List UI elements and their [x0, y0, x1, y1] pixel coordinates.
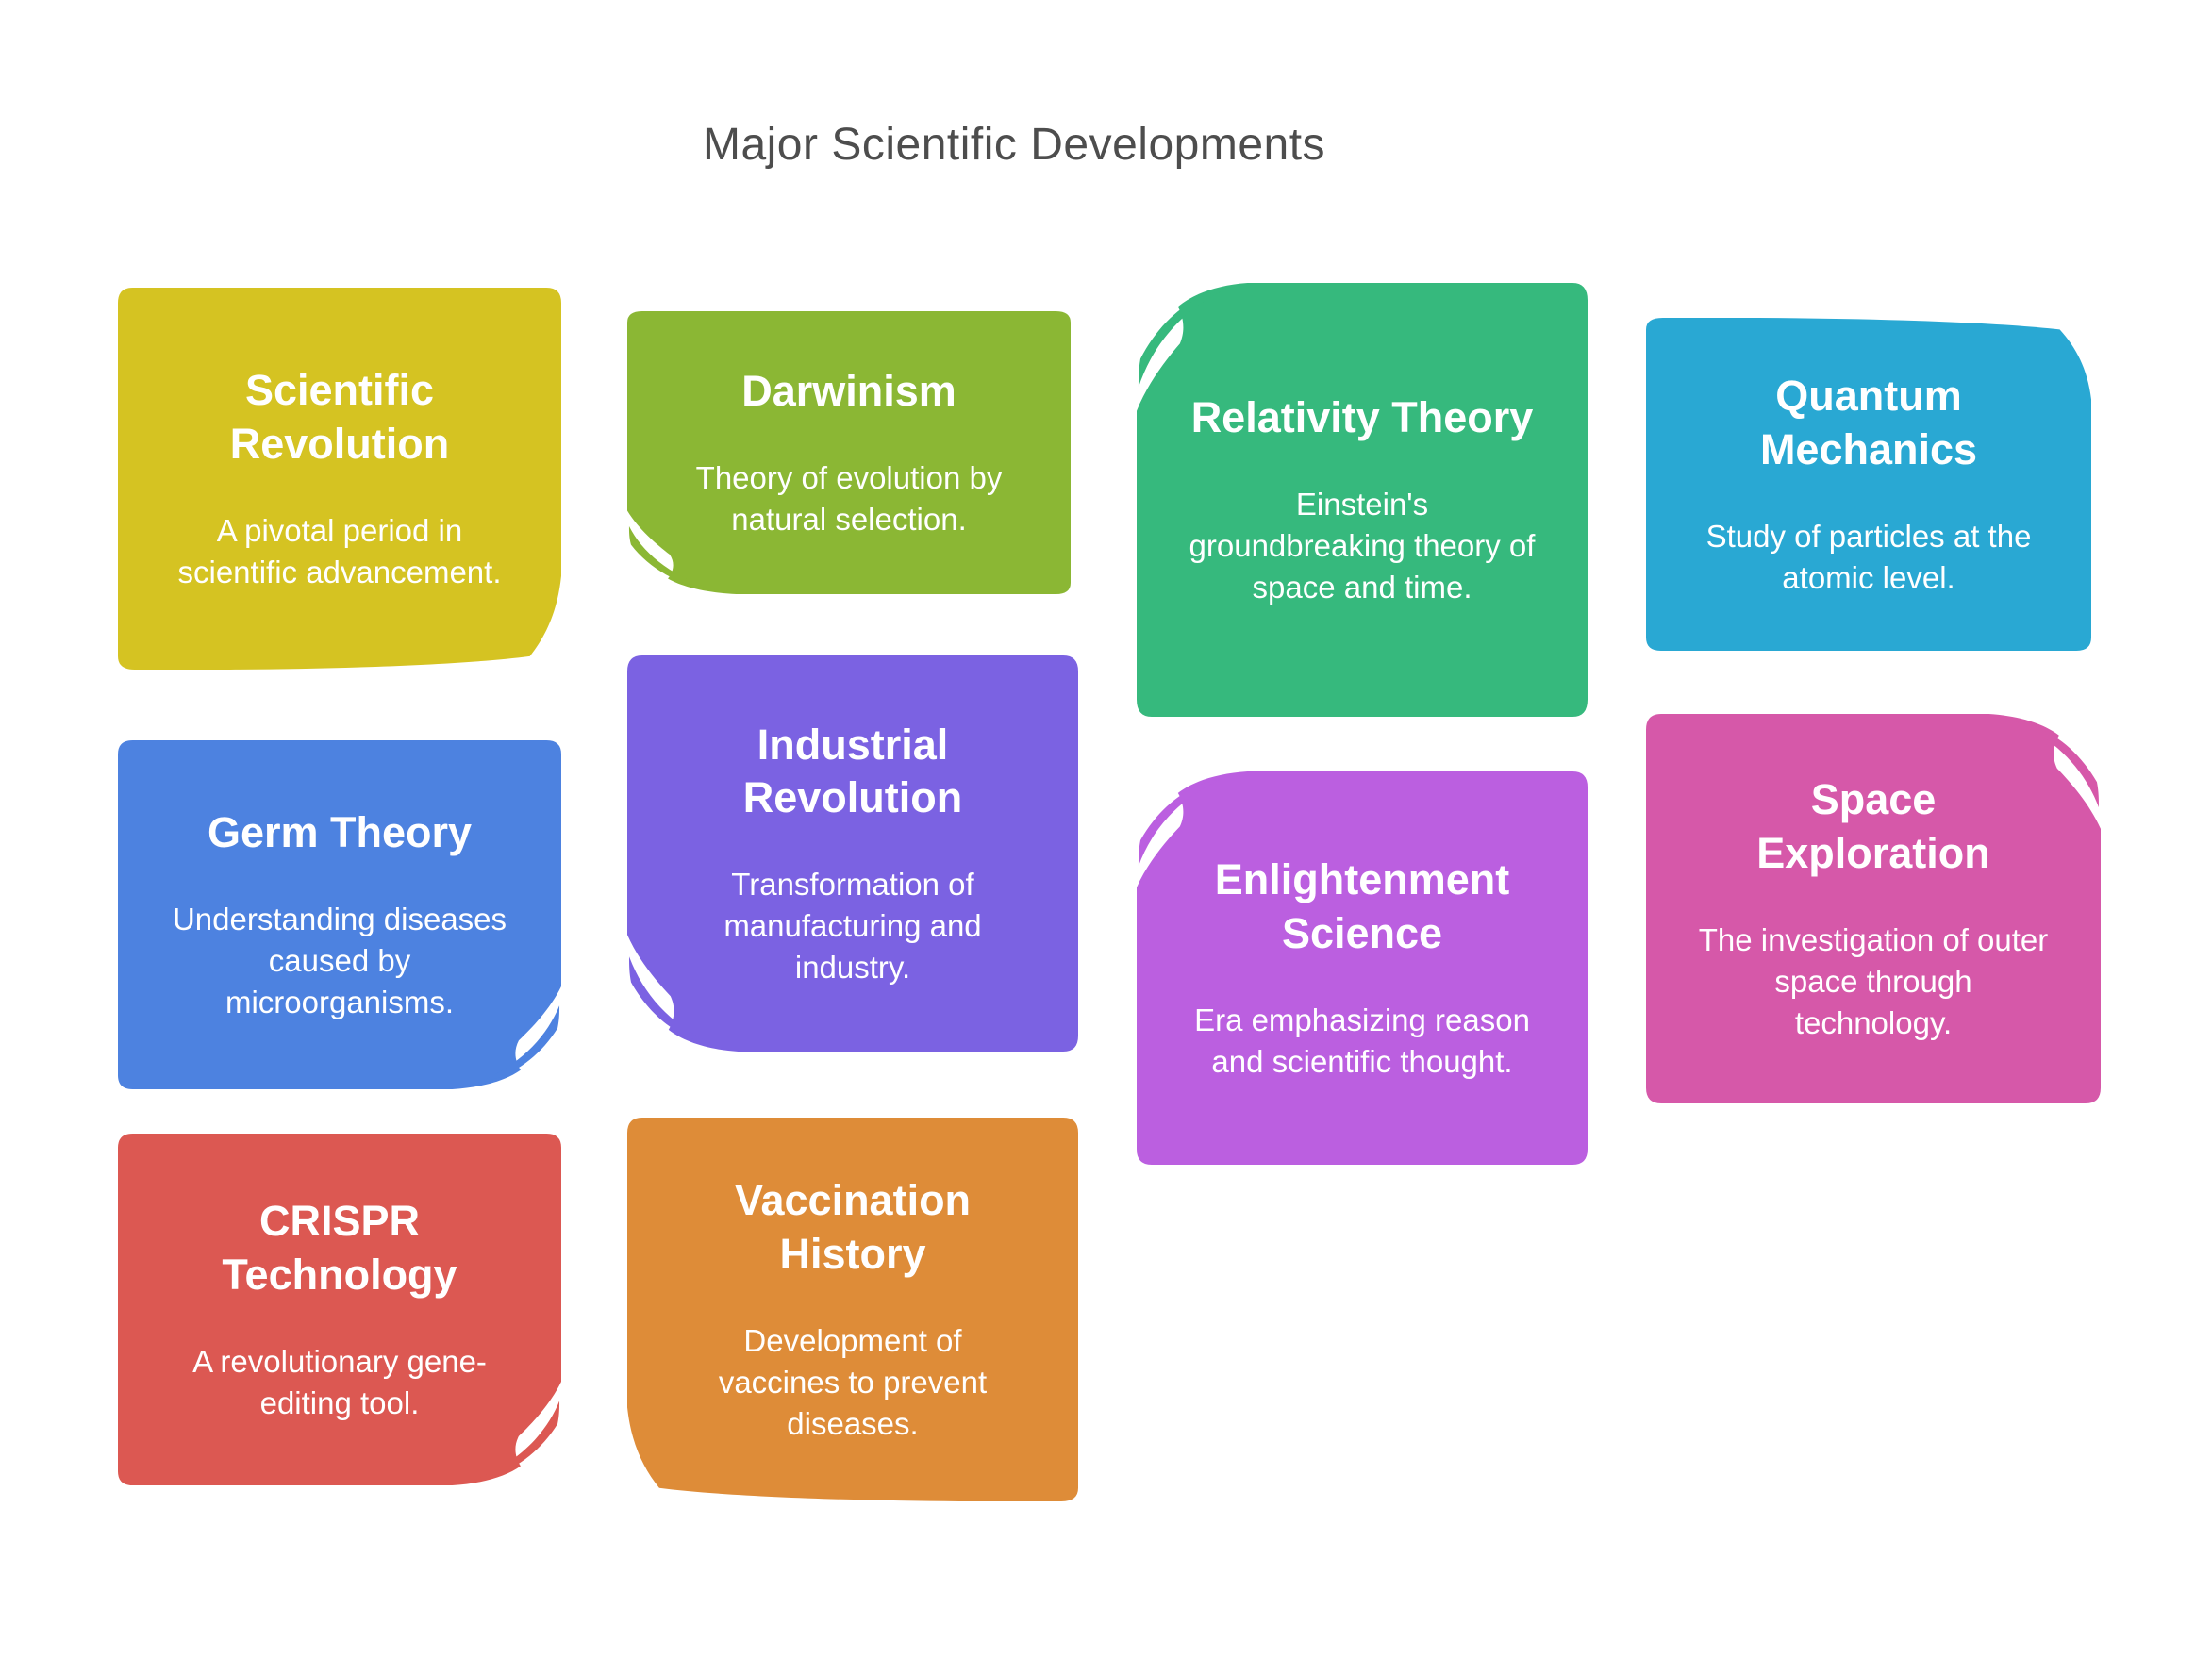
card-title: Relativity Theory [1190, 393, 1534, 442]
card-title: Industrial Revolution [742, 720, 963, 822]
card-title: Germ Theory [207, 808, 473, 857]
card-crispr-technology: CRISPR Technology A revolutionary gene-e… [118, 1134, 561, 1485]
card-enlightenment-science: Enlightenment Science Era emphasizing re… [1137, 771, 1588, 1165]
card-title: Quantum Mechanics [1759, 372, 1978, 473]
card-description: A revolutionary gene-editing tool. [192, 1343, 487, 1420]
card-vaccination-history: Vaccination History Development of vacci… [627, 1118, 1078, 1501]
card-relativity-theory: Relativity Theory Einstein's groundbreak… [1137, 283, 1588, 717]
card-germ-theory: Germ Theory Understanding diseases cause… [118, 740, 561, 1089]
page-title: Major Scientific Developments [702, 120, 1326, 170]
card-space-exploration: Space Exploration The investigation of o… [1646, 714, 2101, 1103]
card-scientific-revolution: Scientific Revolution A pivotal period i… [118, 288, 561, 670]
card-description: Era emphasizing reason and scientific th… [1194, 1002, 1530, 1079]
card-description: Development of vaccines to prevent disea… [718, 1322, 988, 1441]
card-quantum-mechanics: Quantum Mechanics Study of particles at … [1646, 318, 2091, 651]
card-description: The investigation of outer space through… [1698, 921, 2049, 1040]
card-darwinism: Darwinism Theory of evolution by natural… [627, 311, 1071, 594]
card-title: Vaccination History [734, 1176, 972, 1278]
card-description: Understanding diseases caused by microor… [172, 902, 507, 1020]
card-title: Darwinism [741, 367, 956, 415]
card-description: Study of particles at the atomic level. [1705, 518, 2032, 595]
card-description: Transformation of manufacturing and indu… [723, 867, 982, 986]
card-description: A pivotal period in scientific advanceme… [177, 512, 502, 589]
card-description: Einstein's groundbreaking theory of spac… [1189, 487, 1536, 605]
card-title: Scientific Revolution [229, 366, 450, 468]
card-description: Theory of evolution by natural selection… [695, 460, 1003, 538]
card-title: CRISPR Technology [222, 1197, 457, 1299]
card-title: Space Exploration [1756, 775, 1990, 877]
card-title: Enlightenment Science [1214, 855, 1510, 957]
card-industrial-revolution: Industrial Revolution Transformation of … [627, 655, 1078, 1052]
